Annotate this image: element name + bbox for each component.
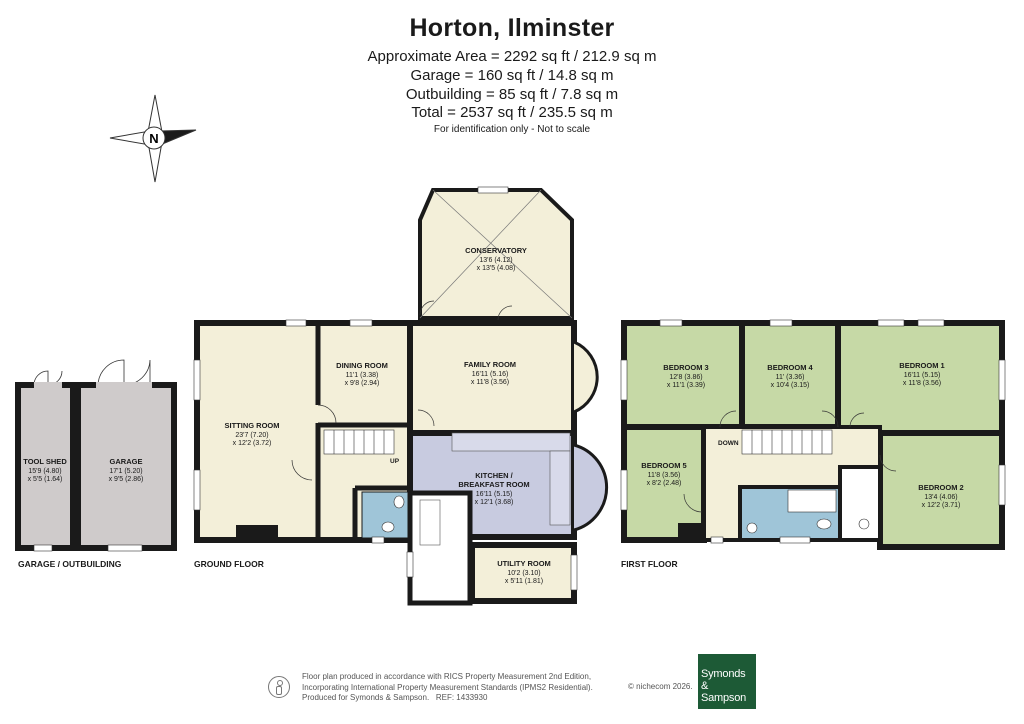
footer-ref: REF: 1433930 [435,693,488,702]
bedroom1-label: BEDROOM 1 [899,361,944,370]
bedroom4-label: BEDROOM 4 [767,363,813,372]
utility-room-dim2: x 5'11 (1.81) [505,578,543,585]
footer-copyright: © nichecom 2026. [628,682,693,691]
garage-label: GARAGE [110,457,143,466]
total-area: Total = 2537 sq ft / 235.5 sq m [411,104,613,121]
bedroom3-dim2: x 11'1 (3.39) [667,382,705,389]
bedroom3-dim1: 12'8 (3.86) [669,374,702,381]
sitting-room-label: SITTING ROOM [225,421,280,430]
garage-dim1: 17'1 (5.20) [109,468,142,475]
garage-dim2: x 9'5 (2.86) [109,476,144,483]
sitting-room-dim2: x 12'2 (3.72) [233,440,272,447]
tool-shed-dim1: 15'9 (4.80) [28,468,61,475]
approximate-area: Approximate Area = 2292 sq ft / 212.9 sq… [367,48,657,65]
family-room-dim2: x 11'8 (3.56) [471,379,509,386]
compass-north-label: N [149,131,158,146]
footer-disclaimer: Floor plan produced in accordance with R… [302,672,593,704]
stairs-up-label: UP [390,458,400,465]
tool-shed-dim2: x 5'5 (1.64) [28,476,63,483]
first-floor-block [620,319,1006,550]
logo-line-2: & Sampson [701,680,747,704]
sitting-room-dim1: 23'7 (7.20) [235,432,268,439]
bedroom2-dim1: 13'4 (4.06) [924,494,957,501]
garage-area: Garage = 160 sq ft / 14.8 sq m [410,67,614,84]
outbuilding-area: Outbuilding = 85 sq ft / 7.8 sq m [405,86,619,103]
symonds-sampson-logo: Symonds & Sampson [698,654,756,709]
utility-room-dim1: 10'2 (3.10) [507,570,540,577]
utility-room-label: UTILITY ROOM [497,559,551,568]
garage-room [75,382,177,551]
outbuilding-block [15,359,177,552]
outbuilding-floor-label: GARAGE / OUTBUILDING [18,559,122,569]
dining-room-dim2: x 9'8 (2.94) [345,380,380,387]
bedroom5-dim1: 11'8 (3.56) [648,472,681,479]
footer-line-1: Floor plan produced in accordance with R… [302,672,592,681]
kitchen-label-1: KITCHEN / [475,471,513,480]
conservatory-dim2: x 13'5 (4.08) [477,265,516,272]
bedroom4-room [739,320,841,430]
bedroom5-dim2: x 8'2 (2.48) [647,480,682,487]
bedroom3-label: BEDROOM 3 [663,363,708,372]
bedroom1-dim2: x 11'8 (3.56) [903,380,941,387]
footer-line-2: Incorporating International Property Mea… [302,682,593,692]
stairs-down-label: DOWN [718,440,739,447]
first-floor-label: FIRST FLOOR [621,559,678,569]
ground-floor-block [193,186,609,606]
dining-room-label: DINING ROOM [336,361,388,370]
bedroom2-dim2: x 12'2 (3.71) [922,502,961,509]
conservatory-dim1: 13'6 (4.12) [479,257,512,264]
family-room-dim1: 16'11 (5.16) [472,371,509,378]
plan-title: Horton, Ilminster [409,14,615,42]
bedroom5-room [621,424,707,543]
ipms-person-icon [268,676,290,698]
tool-shed-room [15,382,76,551]
conservatory-label: CONSERVATORY [465,246,527,255]
ensuite-shower [838,465,882,542]
logo-line-1: Symonds [701,668,746,680]
footer-line-3: Produced for Symonds & Sampson. REF: 143… [302,693,593,704]
compass-icon: N [109,94,197,183]
bedroom4-dim1: 11' (3.36) [776,374,805,381]
bedroom2-label: BEDROOM 2 [918,483,963,492]
bedroom5-label: BEDROOM 5 [641,461,686,470]
tool-shed-label: TOOL SHED [23,457,67,466]
bedroom1-dim1: 16'11 (5.15) [904,372,941,379]
family-room-label: FAMILY ROOM [464,360,516,369]
family-room [407,320,577,436]
kitchen-dim2: x 12'1 (3.68) [475,499,514,506]
dining-room-dim1: 11'1 (3.38) [346,372,379,379]
kitchen-dim1: 16'11 (5.15) [476,491,513,498]
identification-note: For identification only - Not to scale [433,124,591,135]
ground-floor-label: GROUND FLOOR [194,559,264,569]
kitchen-label-2: BREAKFAST ROOM [458,480,529,489]
footer-produced-for: Produced for Symonds & Sampson. [302,693,430,702]
bedroom4-dim2: x 10'4 (3.15) [771,382,810,389]
